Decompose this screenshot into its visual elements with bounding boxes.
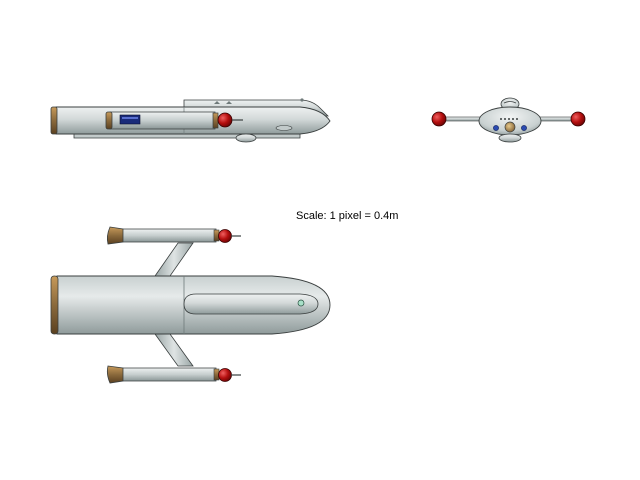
front-right-nacelle-cap <box>570 111 586 127</box>
top-upper-nacelle-aft <box>106 226 124 245</box>
top-lower-nacelle <box>121 367 217 382</box>
ship-side-view-icon <box>50 98 331 143</box>
front-deflector <box>504 121 516 133</box>
side-nacelle-band <box>212 112 219 129</box>
side-nacelle-aft-cap <box>105 111 113 130</box>
top-lower-nacelle-aft <box>106 365 124 384</box>
top-lower-strut <box>154 333 194 367</box>
side-stern-cap <box>50 106 58 135</box>
top-bridge-port <box>297 299 305 307</box>
top-stern-cap <box>50 275 59 335</box>
top-upper-nacelle-red-cap <box>218 229 232 243</box>
top-upper-nacelle <box>121 228 217 243</box>
front-left-nacelle-cap <box>431 111 447 127</box>
top-upper-strut <box>154 242 194 277</box>
side-window <box>119 114 141 125</box>
top-upper-deck <box>183 293 319 315</box>
ship-top-view-icon <box>50 226 331 384</box>
front-lower-pod <box>498 133 522 143</box>
top-lower-nacelle-red-cap <box>218 368 232 382</box>
side-lower-pod <box>235 133 257 143</box>
scale-label: Scale: 1 pixel = 0.4m <box>296 210 399 222</box>
ship-front-view-icon <box>431 97 586 143</box>
side-nacelle-red-cap <box>217 112 233 128</box>
